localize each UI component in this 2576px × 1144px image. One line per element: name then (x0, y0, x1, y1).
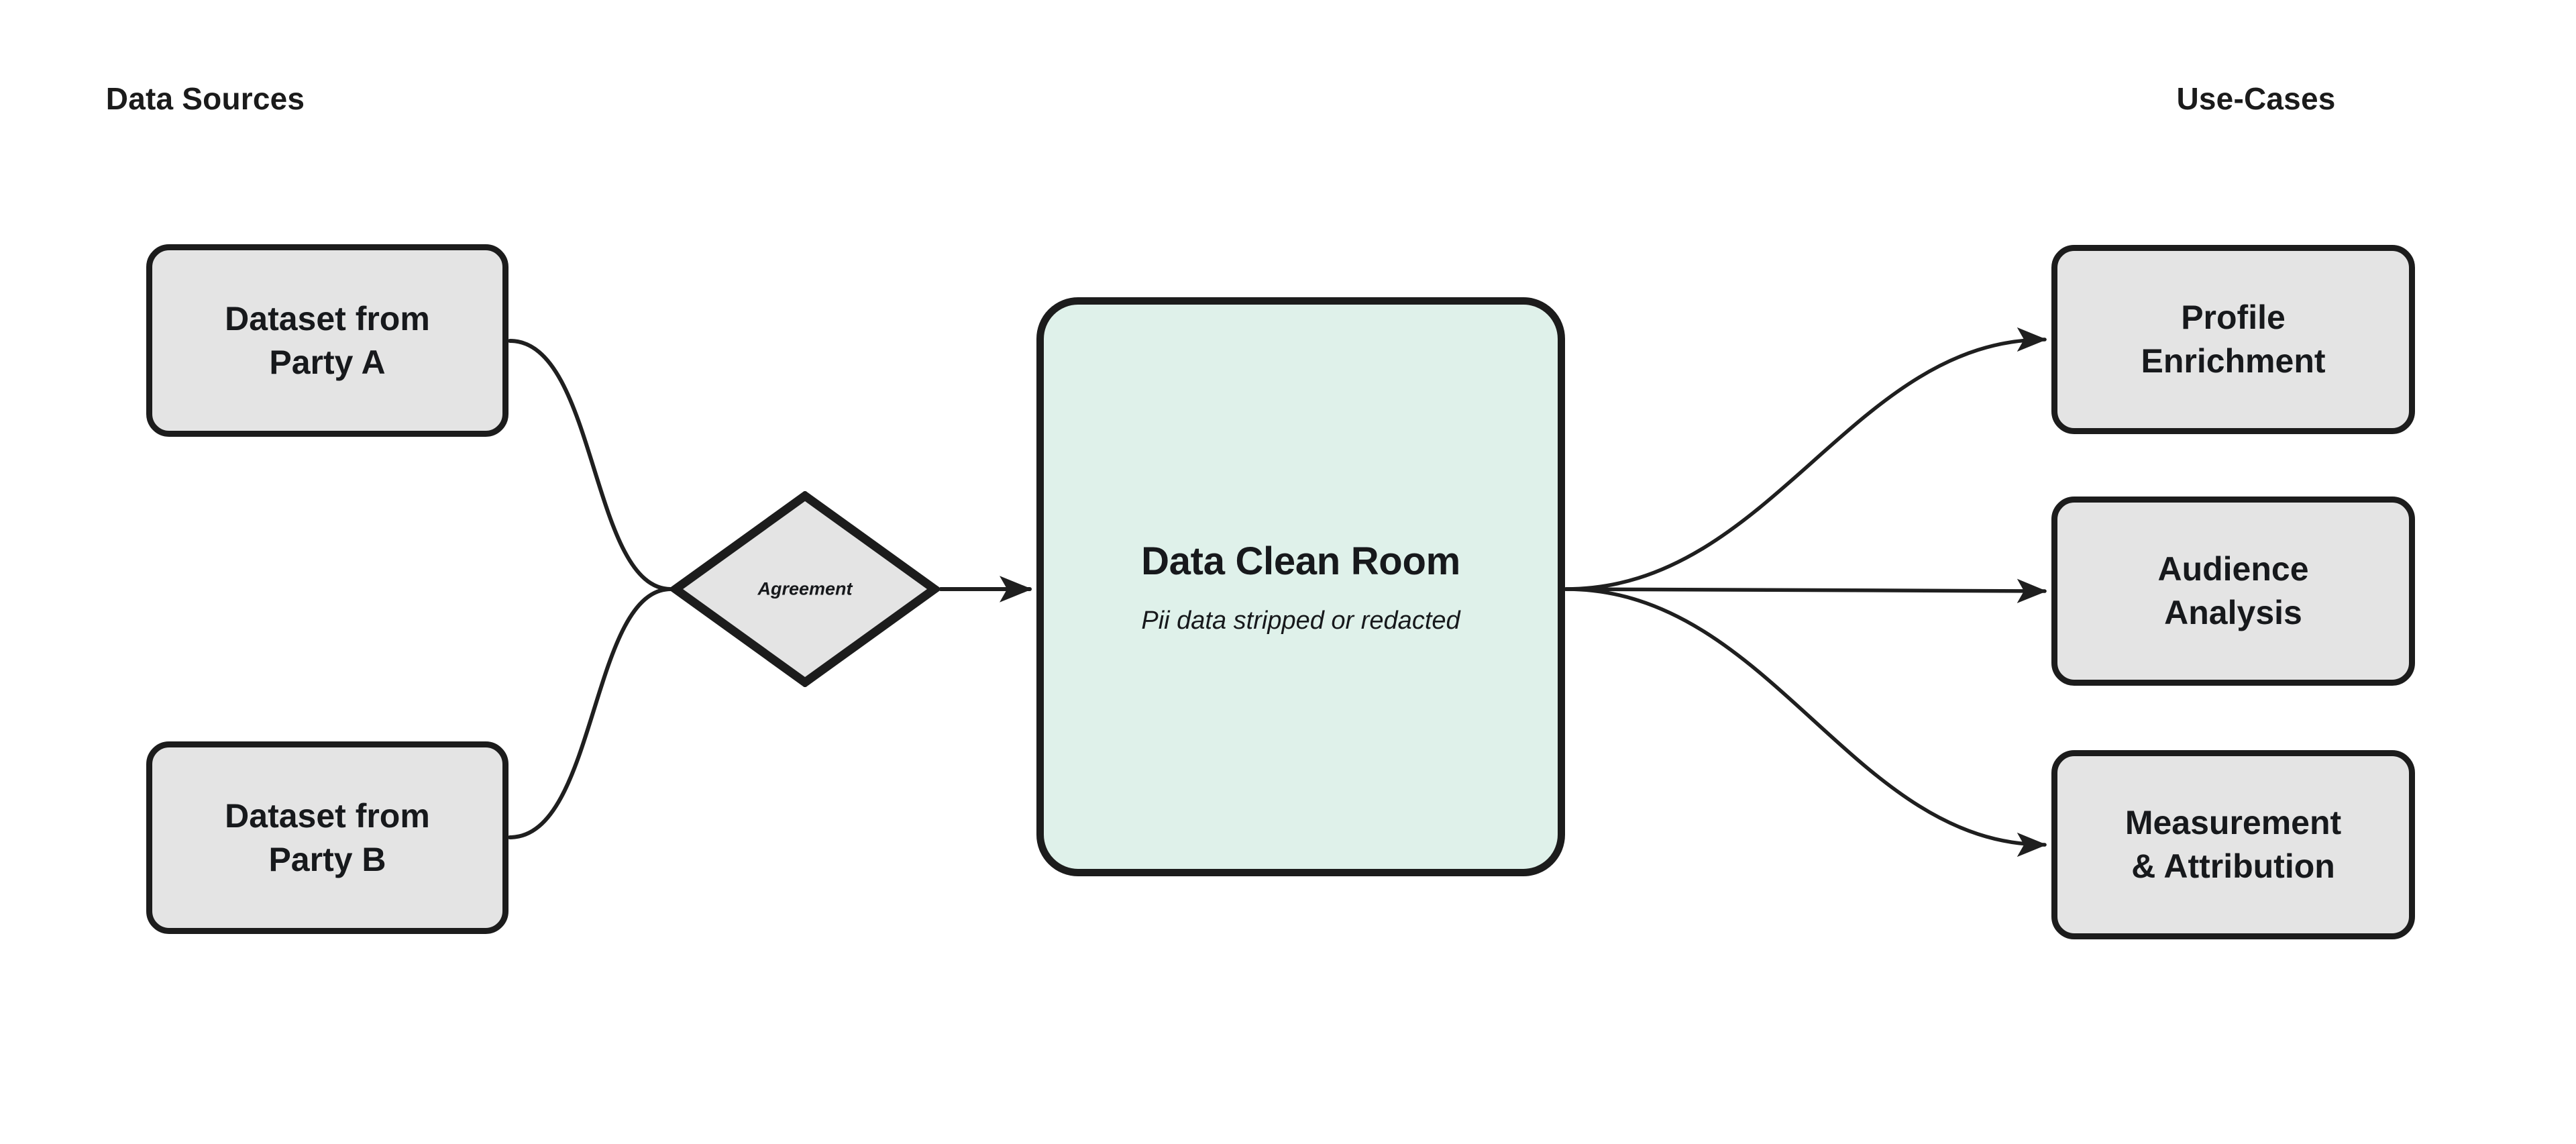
node-label-line1: Profile (2181, 299, 2286, 336)
clean-room-title: Data Clean Room (1141, 539, 1460, 583)
edge-clean-room-to-profile (1564, 327, 2047, 591)
node-use-case-profile-enrichment[interactable]: Profile Enrichment (2051, 245, 2415, 434)
column-header-data-sources: Data Sources (105, 81, 305, 116)
edge-clean-room-to-measurement (1564, 587, 2047, 857)
clean-room-subtitle: Pii data stripped or redacted (1141, 606, 1460, 635)
node-agreement-diamond[interactable]: Agreement (671, 491, 939, 687)
edge-party-a-to-agreement (508, 339, 673, 591)
node-label-line1: Audience (2157, 550, 2309, 588)
node-label-line1: Measurement (2125, 804, 2342, 841)
node-label-line1: Dataset from (225, 796, 430, 835)
node-data-clean-room[interactable]: Data Clean Room Pii data stripped or red… (1036, 297, 1565, 876)
node-dataset-party-b[interactable]: Dataset from Party B (146, 741, 508, 934)
node-use-case-audience-analysis[interactable]: Audience Analysis (2051, 497, 2415, 686)
node-label-line2: Analysis (2164, 594, 2302, 631)
node-label-line2: Enrichment (2141, 342, 2326, 380)
node-use-case-measurement-attribution[interactable]: Measurement & Attribution (2051, 750, 2415, 939)
diamond-shape (671, 491, 939, 687)
column-header-use-cases: Use-Cases (2176, 81, 2336, 116)
node-label-line2: Party A (269, 343, 386, 381)
edge-party-b-to-agreement (508, 587, 673, 839)
node-label-line2: Party B (268, 840, 386, 878)
node-dataset-party-a[interactable]: Dataset from Party A (146, 244, 508, 437)
edge-clean-room-to-audience (1564, 578, 2047, 603)
node-label-line1: Dataset from (225, 299, 430, 337)
node-label-line2: & Attribution (2131, 847, 2335, 885)
